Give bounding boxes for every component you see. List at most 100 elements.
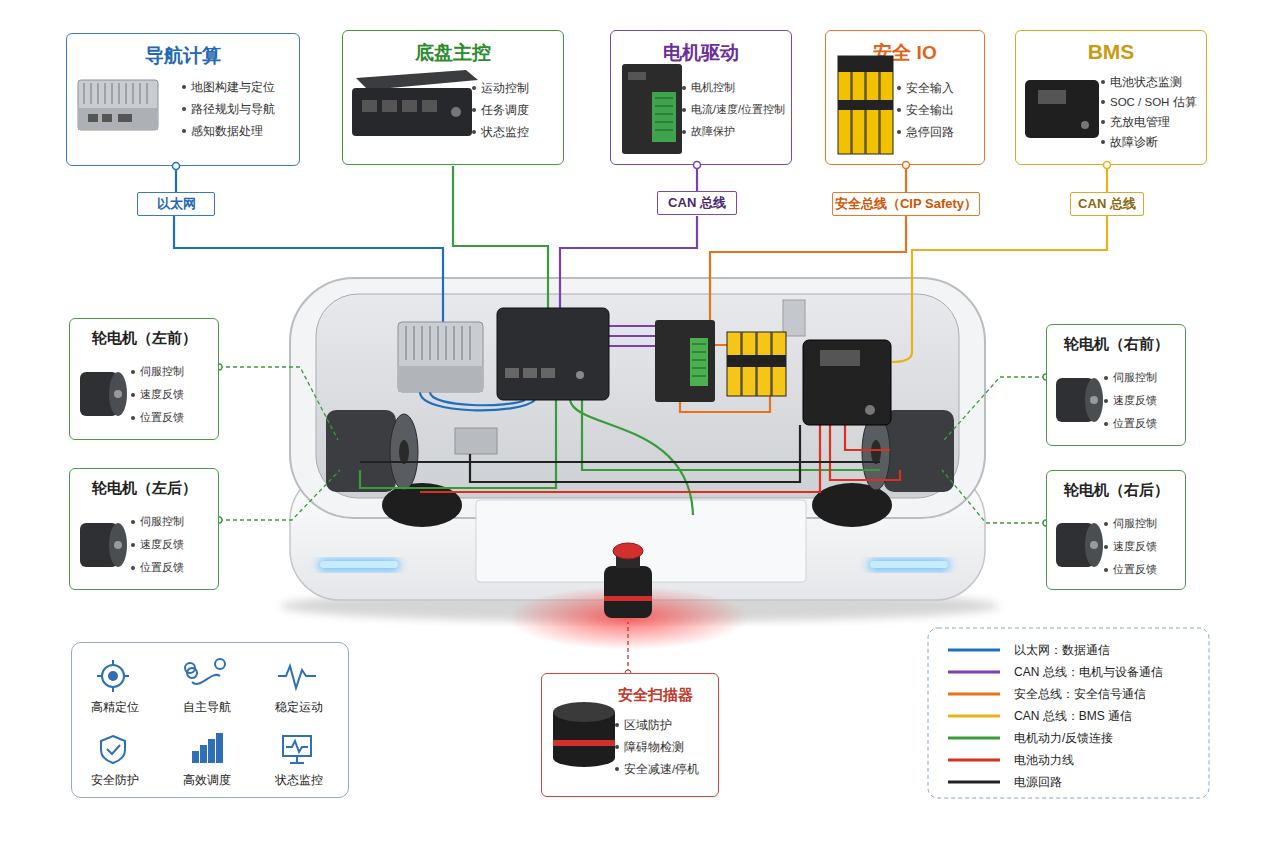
scanner-box: 安全扫描器区域防护障碍物检测安全减速/停机 bbox=[541, 673, 719, 797]
robot-body bbox=[290, 278, 985, 600]
leader-line bbox=[627, 622, 628, 673]
motor-driver-device bbox=[655, 320, 715, 402]
bullet-dot bbox=[472, 130, 476, 134]
box-heading: 轮电机（左前） bbox=[70, 329, 218, 348]
junction-dot bbox=[1104, 162, 1111, 169]
bullet-text: 运动控制 bbox=[481, 81, 529, 96]
light-strip bbox=[318, 559, 400, 571]
bullet-dot bbox=[1104, 422, 1108, 426]
wheel bbox=[326, 410, 954, 527]
light-strip bbox=[868, 559, 950, 571]
bullet-dot bbox=[615, 767, 619, 771]
wire bbox=[174, 216, 443, 322]
nav-computer-device bbox=[398, 322, 483, 392]
wheel-motor-icon bbox=[80, 372, 118, 416]
bms-icon bbox=[1025, 80, 1099, 138]
chassis-controller-device bbox=[523, 368, 537, 378]
bullet-dot bbox=[615, 723, 619, 727]
legend-sample bbox=[944, 705, 1004, 727]
legend-text: 安全总线：安全信号通信 bbox=[1014, 686, 1146, 703]
legend-line bbox=[948, 737, 1000, 740]
legend-row: CAN 总线：电机与设备通信 bbox=[944, 661, 1204, 683]
bullet-dot bbox=[131, 393, 135, 397]
bullet-dot bbox=[682, 86, 686, 90]
feature-icon bbox=[217, 734, 222, 762]
wire bbox=[360, 400, 556, 488]
wire bbox=[845, 425, 890, 450]
nav-computer-device bbox=[398, 322, 483, 392]
legend-sample bbox=[944, 683, 1004, 705]
motor-driver-icon bbox=[652, 92, 676, 142]
safety-io-icon bbox=[838, 56, 893, 72]
wheel-motor-icon bbox=[80, 523, 118, 567]
feature-icon bbox=[286, 741, 308, 752]
bullet-dot bbox=[1104, 545, 1108, 549]
wheel-motor-icon bbox=[1085, 378, 1103, 422]
bus-name: 安全总线（CIP Safety） bbox=[833, 196, 979, 212]
bus-label: 安全总线（CIP Safety） bbox=[832, 192, 980, 216]
feature-icon bbox=[187, 668, 220, 678]
module-box: 底盘主控运动控制任务调度状态监控 bbox=[342, 30, 564, 165]
feature-icon bbox=[278, 666, 316, 688]
bms-device bbox=[820, 350, 860, 366]
legend-line bbox=[948, 715, 1000, 718]
junction-dot bbox=[694, 162, 701, 169]
feature-icon bbox=[215, 659, 225, 669]
bullet-text: 伺服控制 bbox=[1113, 517, 1157, 531]
legend: 以太网：数据通信CAN 总线：电机与设备通信安全总线：安全信号通信CAN 总线：… bbox=[944, 639, 1204, 793]
wheel bbox=[390, 414, 418, 490]
wheel-motor-icon bbox=[1056, 378, 1094, 422]
chassis-controller-icon bbox=[362, 100, 377, 112]
safety-io-icon bbox=[838, 56, 893, 154]
feature-icon bbox=[185, 663, 195, 673]
box-heading: 轮电机（右前） bbox=[1047, 335, 1185, 354]
junction-dot bbox=[173, 163, 180, 170]
box-heading: BMS bbox=[1016, 39, 1206, 65]
bullet-text: 伺服控制 bbox=[140, 365, 184, 379]
feature-icon bbox=[97, 659, 316, 763]
chassis-controller-icon bbox=[352, 70, 478, 136]
bullet-dot bbox=[131, 566, 135, 570]
safety-io-icon bbox=[852, 56, 865, 154]
junction-dot bbox=[903, 162, 910, 169]
safety-io-icon bbox=[866, 56, 879, 154]
bullet-dot bbox=[472, 86, 476, 90]
module-box: 安全 IO安全输入安全输出急停回路 bbox=[825, 30, 985, 165]
estop-scanner bbox=[604, 596, 652, 601]
bullet-text: 感知数据处理 bbox=[191, 124, 263, 139]
bus-label: CAN 总线 bbox=[657, 191, 737, 215]
wire bbox=[830, 425, 900, 480]
bus-label: CAN 总线 bbox=[1070, 192, 1144, 216]
bullet-text: 速度反馈 bbox=[140, 538, 184, 552]
nav-computer-icon bbox=[84, 83, 147, 104]
legend-row: 电机动力/反馈连接 bbox=[944, 727, 1204, 749]
safety-io-icon bbox=[880, 56, 893, 154]
legend-line bbox=[948, 671, 1000, 674]
nav-computer-device bbox=[406, 326, 470, 360]
bullet-dot bbox=[1101, 120, 1105, 124]
scanner-icon bbox=[553, 702, 615, 722]
bullet-text: 电流/速度/位置控制 bbox=[691, 103, 785, 117]
bms-device bbox=[803, 340, 891, 425]
motor-driver-device bbox=[655, 320, 715, 402]
estop-scanner bbox=[613, 543, 643, 559]
bullet-text: 伺服控制 bbox=[140, 515, 184, 529]
bus-name: CAN 总线 bbox=[1071, 196, 1143, 212]
robot-body bbox=[783, 300, 805, 336]
legend-text: 电源回路 bbox=[1014, 774, 1062, 791]
bullet-dot bbox=[1104, 399, 1108, 403]
leader-dot bbox=[216, 364, 1049, 526]
safety-io-icon bbox=[838, 56, 851, 154]
legend-line bbox=[948, 693, 1000, 696]
bullet-text: 位置反馈 bbox=[1113, 417, 1157, 431]
legend-line bbox=[948, 759, 1000, 762]
bullet-dot bbox=[1104, 522, 1108, 526]
feature-panel: 高精定位自主导航稳定运动安全防护高效调度状态监控 bbox=[71, 642, 349, 798]
safety-io-device bbox=[727, 355, 786, 367]
leader-line bbox=[944, 377, 1046, 440]
wire bbox=[360, 461, 880, 463]
estop-scanner bbox=[508, 543, 748, 650]
wheel bbox=[382, 483, 462, 527]
motor-driver-device bbox=[692, 344, 706, 376]
edge-layer bbox=[173, 162, 1111, 193]
